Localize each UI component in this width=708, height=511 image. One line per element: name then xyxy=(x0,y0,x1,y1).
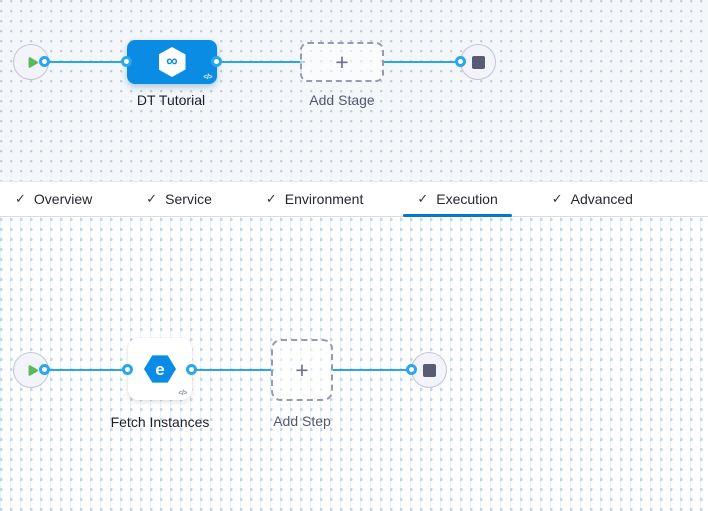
stage-canvas[interactable]: ∞ </> DT Tutorial + Add Stage xyxy=(0,0,708,181)
code-icon[interactable]: </> xyxy=(178,390,187,397)
add-stage-label: Add Stage xyxy=(309,92,375,108)
add-step-label: Add Step xyxy=(273,413,331,429)
port-step-out[interactable] xyxy=(186,364,197,375)
tab-overview[interactable]: ✓ Overview xyxy=(1,182,106,216)
execution-canvas[interactable]: e </> Fetch Instances + Add Step xyxy=(0,217,708,511)
step-node-fetch-instances[interactable]: e </> xyxy=(128,338,192,400)
edge-addstep-to-end xyxy=(331,369,413,371)
check-icon: ✓ xyxy=(417,191,429,206)
step-node-label: Fetch Instances xyxy=(110,414,210,430)
port-end-in[interactable] xyxy=(455,56,466,67)
edge-step-to-addstep xyxy=(190,369,274,371)
stage-node-dt-tutorial[interactable]: ∞ </> xyxy=(127,40,217,84)
plus-icon: + xyxy=(335,48,349,75)
tab-label: Overview xyxy=(33,191,93,207)
tab-label: Advanced xyxy=(570,191,633,207)
edge-start-to-step xyxy=(45,369,131,371)
fetch-instances-icon: e xyxy=(144,355,176,383)
tab-execution[interactable]: ✓ Execution xyxy=(403,182,513,217)
edge-stage-to-addstage xyxy=(215,61,305,63)
check-icon: ✓ xyxy=(15,191,26,206)
plus-icon: + xyxy=(295,356,309,383)
edge-start-to-stage xyxy=(45,61,129,63)
tab-advanced[interactable]: ✓ Advanced xyxy=(538,182,647,216)
add-stage-button[interactable]: + xyxy=(300,42,384,82)
play-icon xyxy=(28,56,38,68)
check-icon: ✓ xyxy=(265,191,277,206)
code-icon[interactable]: </> xyxy=(203,74,212,81)
port-start-out[interactable] xyxy=(39,56,50,67)
cd-stage-icon: ∞ xyxy=(158,47,186,77)
port-stage-out[interactable] xyxy=(211,56,222,67)
stop-icon xyxy=(422,363,436,377)
tab-label: Execution xyxy=(436,191,498,207)
infinity-glyph: ∞ xyxy=(166,53,178,70)
pipeline-end-node[interactable] xyxy=(460,44,496,80)
tab-label: Service xyxy=(165,191,212,207)
tab-environment[interactable]: ✓ Environment xyxy=(252,182,378,216)
edge-addstage-to-end xyxy=(382,61,464,63)
tab-service[interactable]: ✓ Service xyxy=(132,182,226,216)
play-icon xyxy=(28,364,38,376)
port-stage-in[interactable] xyxy=(121,56,132,67)
swirl-glyph: e xyxy=(155,359,165,379)
port-end-in[interactable] xyxy=(406,364,417,375)
stop-icon xyxy=(471,55,485,69)
check-icon: ✓ xyxy=(146,191,158,206)
port-step-in[interactable] xyxy=(122,364,133,375)
add-step-button[interactable]: + xyxy=(271,339,333,401)
tab-label: Environment xyxy=(284,191,364,207)
port-start-out[interactable] xyxy=(39,364,50,375)
stage-node-label: DT Tutorial xyxy=(136,92,206,108)
stage-config-tabs: ✓ Overview ✓ Service ✓ Environment ✓ Exe… xyxy=(0,181,708,217)
check-icon: ✓ xyxy=(551,191,563,206)
